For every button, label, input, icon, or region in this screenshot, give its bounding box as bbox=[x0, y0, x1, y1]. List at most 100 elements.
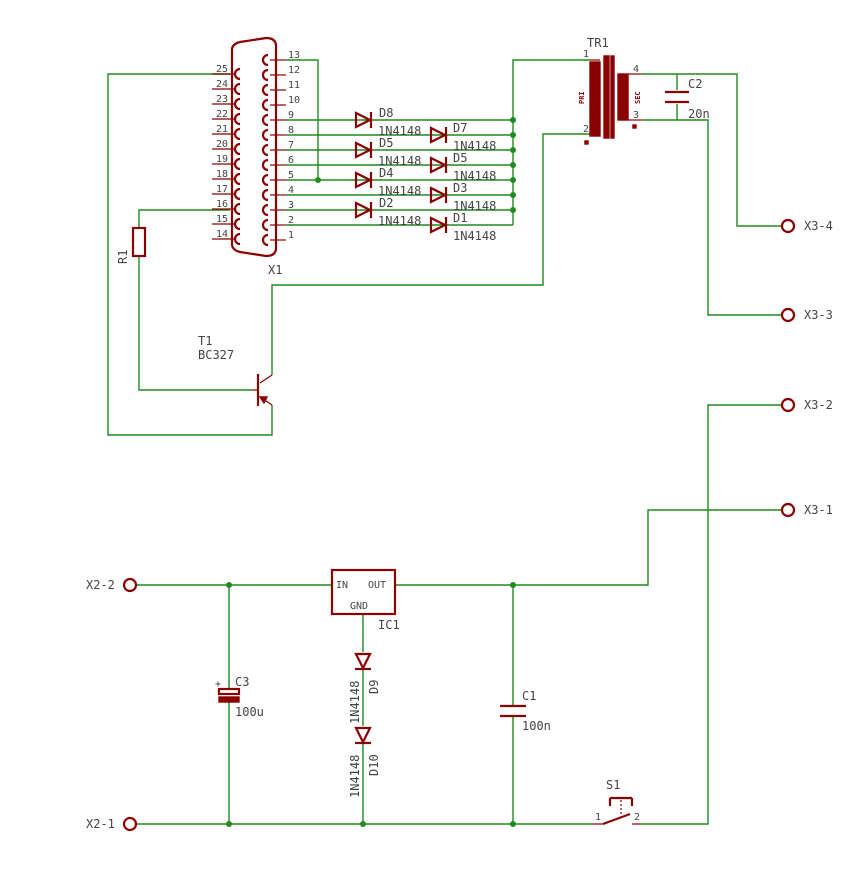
capacitor-c2-label: C2 bbox=[688, 77, 702, 91]
diode-value: 1N4148 bbox=[378, 154, 421, 168]
connector-pin-contact bbox=[233, 217, 241, 231]
switch-s1-pin2: 2 bbox=[634, 812, 640, 823]
switch-s1-lever bbox=[602, 812, 631, 826]
wire-pin16-r1 bbox=[138, 209, 230, 228]
regulator-ic1-label: IC1 bbox=[378, 618, 400, 632]
transformer-pin4-number: 4 bbox=[633, 64, 639, 75]
transformer-pri-label: PRI bbox=[578, 91, 586, 104]
transformer-core-2 bbox=[610, 55, 615, 139]
connector-pin-contact bbox=[233, 157, 241, 171]
diode-d10-label: D10 bbox=[367, 754, 381, 776]
connector-pin-contact bbox=[233, 142, 241, 156]
transformer-core bbox=[603, 55, 610, 139]
connector-pin-contact bbox=[233, 112, 241, 126]
connector-pin-number: 14 bbox=[216, 229, 228, 240]
connector-pin-number: 2 bbox=[288, 215, 294, 226]
resistor-r1: R1 bbox=[116, 226, 147, 264]
switch-s1-label: S1 bbox=[606, 778, 620, 792]
transformer-tr1: TR1 PRI SEC 1 2 4 3 bbox=[578, 36, 642, 145]
capacitor-c1-value: 100n bbox=[522, 719, 551, 733]
connector-pin-contact bbox=[261, 53, 269, 67]
terminal-x3-3-label: X3-3 bbox=[804, 308, 833, 322]
terminal-x3-2[interactable] bbox=[780, 397, 796, 413]
connector-pin-number: 21 bbox=[216, 124, 228, 135]
connector-pin-number: 1 bbox=[288, 230, 294, 241]
terminal-x2-2[interactable] bbox=[122, 577, 138, 593]
junction bbox=[510, 177, 516, 183]
connector-pin-number: 3 bbox=[288, 200, 294, 211]
diode-d9: 1N4148 D9 bbox=[348, 652, 381, 724]
junction bbox=[360, 821, 366, 827]
wire-x31-out bbox=[395, 509, 782, 586]
connector-pin-contact bbox=[261, 203, 269, 217]
diode-label: D8 bbox=[379, 106, 393, 120]
transistor-t1-value: BC327 bbox=[198, 348, 234, 362]
capacitor-c3-negative-plate bbox=[218, 696, 240, 703]
transformer-pin1-number: 1 bbox=[583, 49, 589, 60]
connector-pin-number: 25 bbox=[216, 64, 228, 75]
connector-pin-number: 19 bbox=[216, 154, 228, 165]
transistor-t1: T1 BC327 bbox=[198, 334, 273, 406]
junction bbox=[226, 821, 232, 827]
terminal-x3-4[interactable] bbox=[780, 218, 796, 234]
diode-d10: 1N4148 D10 bbox=[348, 726, 381, 798]
terminal-x3-4-label: X3-4 bbox=[804, 219, 833, 233]
connector-pin-contact bbox=[233, 97, 241, 111]
terminal-x3-3[interactable] bbox=[780, 307, 796, 323]
diode-value: 1N4148 bbox=[378, 214, 421, 228]
capacitor-c3-positive-plate bbox=[217, 687, 241, 696]
connector-pin-number: 23 bbox=[216, 94, 228, 105]
terminal-x2-2-label: X2-2 bbox=[86, 578, 115, 592]
terminal-x2-1[interactable] bbox=[122, 816, 138, 832]
terminal-x2-1-label: X2-1 bbox=[86, 817, 115, 831]
diode-value: 1N4148 bbox=[378, 184, 421, 198]
connector-pin-number: 7 bbox=[288, 140, 294, 151]
diode-d10-value: 1N4148 bbox=[348, 755, 362, 798]
connector-pin-contact bbox=[261, 98, 269, 112]
switch-s1-pin1: 1 bbox=[595, 812, 601, 823]
connector-pin-contact bbox=[233, 67, 241, 81]
switch-s1[interactable]: S1 1 2 bbox=[592, 778, 640, 826]
diode-label: D2 bbox=[379, 196, 393, 210]
junction bbox=[510, 582, 516, 588]
junction bbox=[510, 117, 516, 123]
capacitor-c3-label: C3 bbox=[235, 675, 249, 689]
junctions bbox=[226, 117, 516, 827]
connector-pin-contact bbox=[261, 173, 269, 187]
diode-value: 1N4148 bbox=[453, 169, 496, 183]
diode-label: D1 bbox=[453, 211, 467, 225]
connector-pin-number: 22 bbox=[216, 109, 228, 120]
connector-pin-number: 12 bbox=[288, 65, 300, 76]
capacitor-c3-value: 100u bbox=[235, 705, 264, 719]
transformer-dot-pri bbox=[584, 140, 589, 145]
regulator-ic1-body bbox=[330, 568, 397, 616]
connector-pin-contact bbox=[261, 233, 269, 247]
transformer-secondary bbox=[617, 73, 629, 121]
diode-value: 1N4148 bbox=[378, 124, 421, 138]
diode-d9-label: D9 bbox=[367, 680, 381, 694]
terminal-x3-1-label: X3-1 bbox=[804, 503, 833, 517]
regulator-out-label: OUT bbox=[368, 580, 386, 591]
connector-pin-contact bbox=[233, 187, 241, 201]
terminal-x3-2-label: X3-2 bbox=[804, 398, 833, 412]
capacitor-c2-value: 20n bbox=[688, 107, 710, 121]
junction bbox=[510, 821, 516, 827]
transformer-primary bbox=[589, 61, 601, 137]
connector-x1-shell bbox=[230, 36, 278, 258]
capacitor-c3-polarity: + bbox=[215, 679, 221, 690]
wires bbox=[107, 59, 782, 825]
terminal-x3-1[interactable] bbox=[780, 502, 796, 518]
connector-x1: 2524232221201918171615141312111098765432… bbox=[212, 36, 300, 277]
connector-pin-contact bbox=[233, 202, 241, 216]
connector-pin-number: 13 bbox=[288, 50, 300, 61]
junction bbox=[510, 192, 516, 198]
connector-pin-contact bbox=[261, 83, 269, 97]
connector-pin-contact bbox=[261, 143, 269, 157]
connector-pin-number: 9 bbox=[288, 110, 294, 121]
junction bbox=[510, 132, 516, 138]
transformer-label: TR1 bbox=[587, 36, 609, 50]
